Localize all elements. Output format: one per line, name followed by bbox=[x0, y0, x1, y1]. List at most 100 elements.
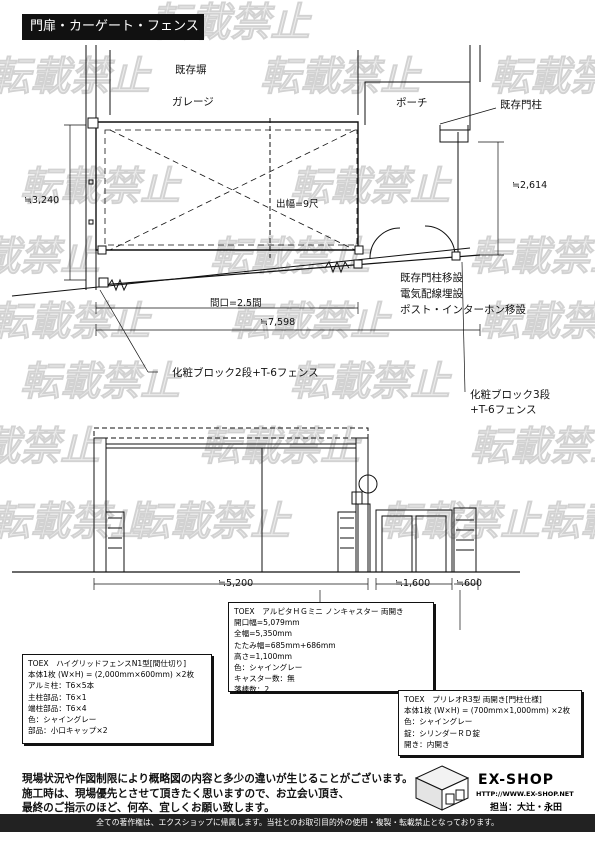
fence-panel bbox=[337, 511, 357, 573]
leader-line bbox=[439, 107, 497, 125]
watermark: 転載禁止 bbox=[20, 164, 183, 210]
gate-swing-left bbox=[369, 227, 401, 259]
label-existing-wall: 既存塀 bbox=[175, 64, 207, 76]
watermark: 転載禁止 bbox=[380, 499, 543, 545]
gate-swing-right bbox=[424, 225, 456, 257]
leader-line bbox=[461, 261, 466, 393]
post-marker bbox=[451, 251, 461, 261]
dimension-fence-width: ≒600 bbox=[456, 578, 483, 589]
page-title: 門扉・カーゲート・フェンス bbox=[22, 14, 204, 40]
fence-panel bbox=[105, 511, 125, 573]
label-block-fence-3-fence: +T-6フェンス bbox=[470, 404, 537, 416]
spec-line: 本体1枚 (W×H) = (700mm×1,000mm) ×2枚 bbox=[404, 706, 571, 716]
label-garage: ガレージ bbox=[172, 96, 214, 108]
copyright-footer: 全ての著作権は、エクスショップに帰属します。当社とのお取引目的外の使用・複製・転… bbox=[0, 814, 595, 832]
dimension-gate-width: ≒1,600 bbox=[395, 578, 431, 589]
gate-door-right bbox=[415, 515, 447, 573]
note-relocate-post-intercom: ポスト・インターホン移設 bbox=[400, 304, 526, 316]
spec-line: TOEX ハイグリッドフェンスN1型[間仕切り] bbox=[28, 659, 187, 668]
watermark: 転載禁止 bbox=[290, 359, 453, 405]
ex-shop-logo-icon bbox=[414, 765, 470, 811]
gate-pillar bbox=[357, 503, 371, 573]
notice-line: 最終のご指示のほど、何卒、宜しくお願い致します。 bbox=[22, 802, 275, 815]
carport-post-left bbox=[93, 437, 107, 573]
watermark: 転載禁止 bbox=[200, 424, 363, 470]
label-porch: ポーチ bbox=[396, 97, 428, 109]
post-marker bbox=[97, 245, 107, 255]
watermark: 転載禁止 bbox=[540, 499, 595, 545]
staff-in-charge: 担当：大辻・永田 bbox=[490, 803, 563, 813]
spec-line: 錠：シリンダーＲＤ錠 bbox=[404, 728, 480, 738]
spec-line: 端柱部品：T6×4 bbox=[28, 703, 87, 713]
ground-boundary-line bbox=[11, 247, 471, 297]
spec-line: アルミ柱：T6×5本 bbox=[28, 681, 95, 691]
label-block-fence-2: 化粧ブロック2段+T-6フェンス bbox=[172, 367, 319, 379]
notice-line: 施工時は、現場優先とさせて頂きたく思いますので、お立会い頂き、 bbox=[22, 787, 350, 800]
watermark: 転載禁止 bbox=[230, 299, 393, 345]
label-block-fence-3: 化粧ブロック3段 bbox=[470, 389, 551, 401]
watermark: 転載禁止 bbox=[0, 424, 103, 470]
post-marker bbox=[88, 179, 94, 185]
carport-frame bbox=[95, 121, 359, 251]
spec-line: 開口幅=5,079mm bbox=[234, 618, 300, 628]
carport-diagonal bbox=[109, 129, 356, 251]
carport-dashed-outline bbox=[104, 129, 358, 246]
spec-line: 高さ=1,100mm bbox=[234, 651, 293, 661]
watermark: 転載禁止 bbox=[260, 54, 423, 100]
post-marker bbox=[98, 277, 109, 288]
dimension-total: ≒7,598 bbox=[260, 317, 296, 328]
elevation-view bbox=[12, 427, 520, 630]
spec-line: 色：シャイングレー bbox=[234, 663, 303, 673]
leader-line bbox=[99, 289, 149, 373]
spec-box-fence: TOEX ハイグリッドフェンスN1型[間仕切り] 本体1枚 (W×H) = (2… bbox=[22, 654, 212, 744]
spec-line: TOEX プリレオR3型 両開き[門柱仕様] bbox=[404, 695, 542, 704]
gate-door-left bbox=[381, 515, 413, 573]
watermark: 転載禁止 bbox=[130, 499, 293, 545]
post-box bbox=[351, 491, 363, 505]
carport-diagonal bbox=[109, 129, 356, 251]
watermark: 転載禁止 bbox=[470, 234, 595, 280]
spring-symbol bbox=[324, 260, 350, 274]
note-relocate-gate-pillar: 既存門柱移設 bbox=[400, 272, 463, 284]
watermark: 転載禁止 bbox=[290, 164, 453, 210]
watermark: 転載禁止 bbox=[20, 359, 183, 405]
spec-line: 主柱部品：T6×1 bbox=[28, 692, 87, 702]
watermark: 転載禁止 bbox=[480, 299, 595, 345]
spec-line: たたみ幅=685mm+686mm bbox=[234, 640, 336, 650]
spec-box-gate: TOEX プリレオR3型 両開き[門柱仕様] 本体1枚 (W×H) = (700… bbox=[398, 690, 582, 756]
fence-panel-right bbox=[453, 507, 477, 573]
note-bury-wiring: 電気配線埋設 bbox=[400, 288, 463, 300]
plan-view bbox=[11, 45, 504, 393]
spec-line: 色：シャイングレー bbox=[404, 717, 473, 727]
post-marker bbox=[87, 117, 99, 129]
dimension-height-left: ≒3,240 bbox=[24, 195, 60, 206]
existing-gate-pillar bbox=[439, 125, 469, 143]
notice-text: 現場状況や作図制限により概略図の内容と多少の違いが生じることがございます。 施工… bbox=[22, 772, 413, 816]
notice-line: 現場状況や作図制限により概略図の内容と多少の違いが生じることがございます。 bbox=[22, 773, 413, 785]
brand-url: HTTP://WWW.EX-SHOP.NET bbox=[476, 790, 574, 798]
spec-line: 本体1枚 (W×H) = (2,000mm×600mm) ×2枚 bbox=[28, 670, 195, 680]
post-marker bbox=[354, 245, 364, 255]
post-marker bbox=[88, 219, 94, 225]
dimension-height-right: ≒2,614 bbox=[512, 180, 548, 191]
watermark: 転載禁止 bbox=[490, 54, 595, 100]
spec-box-carport: TOEX アルピタＨＧミニ ノンキャスター 両開き 開口幅=5,079mm 全幅… bbox=[228, 602, 434, 695]
spring-symbol bbox=[107, 278, 128, 292]
spec-line: TOEX アルピタＨＧミニ ノンキャスター 両開き bbox=[234, 607, 404, 616]
brand-name: EX-SHOP bbox=[478, 772, 554, 788]
watermark: 転載禁止 bbox=[0, 499, 153, 545]
spec-line: 色：シャイングレー bbox=[28, 715, 97, 725]
front-fence-line bbox=[99, 254, 481, 286]
spec-line: キャスター数：無 bbox=[234, 674, 295, 684]
spec-line: 開き：内開き bbox=[404, 739, 450, 749]
post-marker bbox=[353, 259, 363, 269]
spec-line: 全幅=5,350mm bbox=[234, 629, 293, 639]
watermark: 転載禁止 bbox=[470, 424, 595, 470]
spec-line: 落棒数：2 bbox=[234, 685, 270, 695]
carport-roof bbox=[93, 427, 369, 439]
dimension-span: 出幅=9尺 bbox=[276, 199, 319, 210]
dimension-carport-width: ≒5,200 bbox=[218, 578, 254, 589]
watermark: 転載禁止 bbox=[0, 54, 153, 100]
